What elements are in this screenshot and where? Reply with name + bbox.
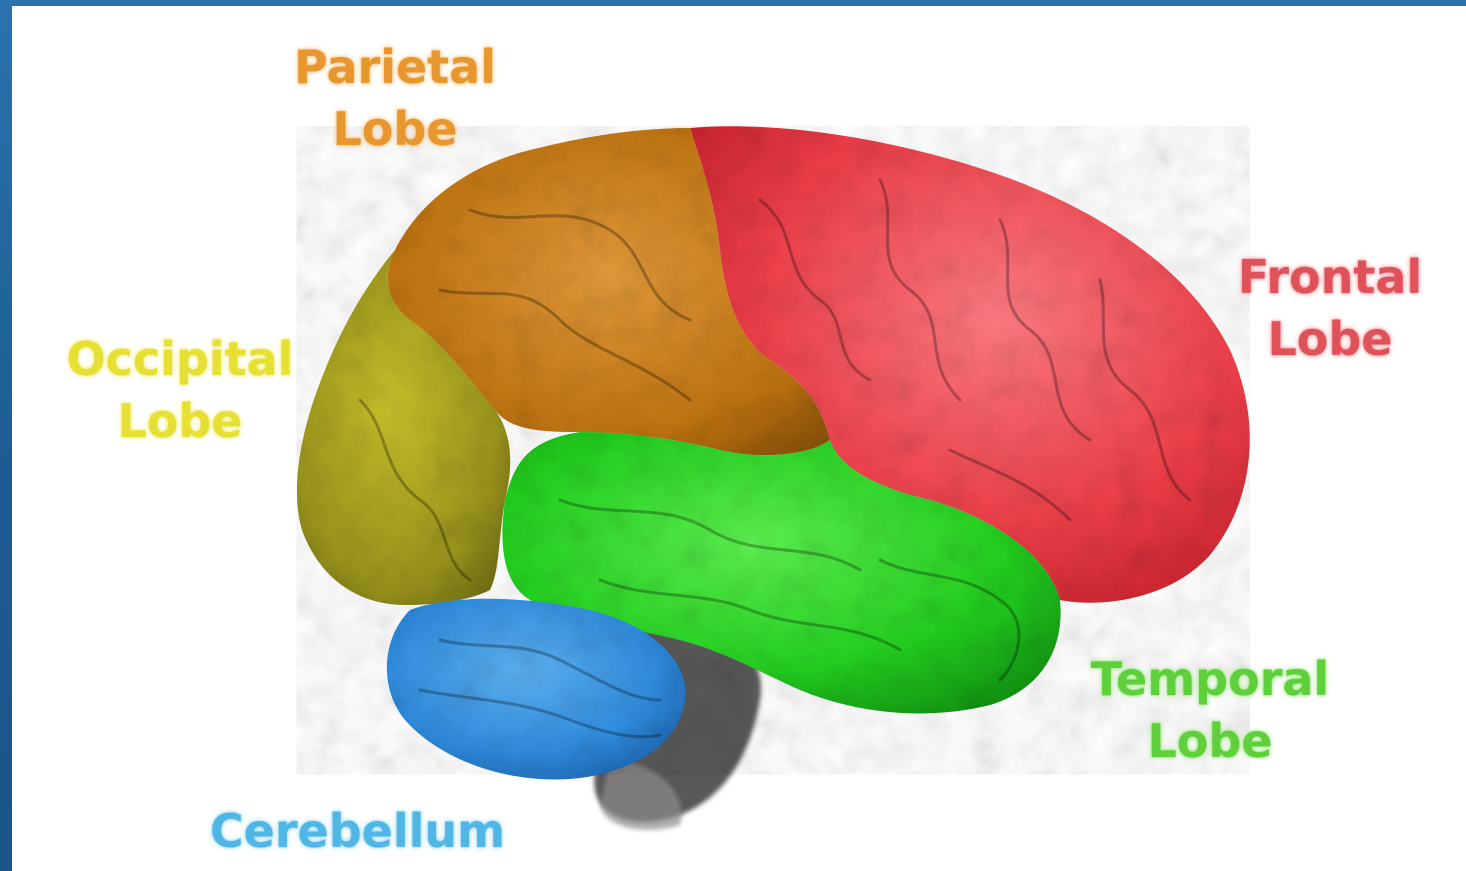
cerebellum-label: Cerebellum xyxy=(185,800,530,862)
frontal-lobe-label-line2: Lobe xyxy=(1195,308,1465,370)
frontal-lobe-label: Frontal Lobe xyxy=(1195,246,1465,370)
parietal-lobe-label-line2: Lobe xyxy=(250,98,540,160)
occipital-lobe-label: Occipital Lobe xyxy=(40,328,320,452)
parietal-lobe-label-line1: Parietal xyxy=(250,36,540,98)
temporal-lobe-label-line2: Lobe xyxy=(1060,710,1360,772)
parietal-lobe-label: Parietal Lobe xyxy=(250,36,540,160)
temporal-lobe-label: Temporal Lobe xyxy=(1060,648,1360,772)
occipital-lobe-label-line2: Lobe xyxy=(40,390,320,452)
cerebellum-label-text: Cerebellum xyxy=(185,800,530,862)
occipital-lobe-label-line1: Occipital xyxy=(40,328,320,390)
temporal-lobe-label-line1: Temporal xyxy=(1060,648,1360,710)
frontal-lobe-label-line1: Frontal xyxy=(1195,246,1465,308)
